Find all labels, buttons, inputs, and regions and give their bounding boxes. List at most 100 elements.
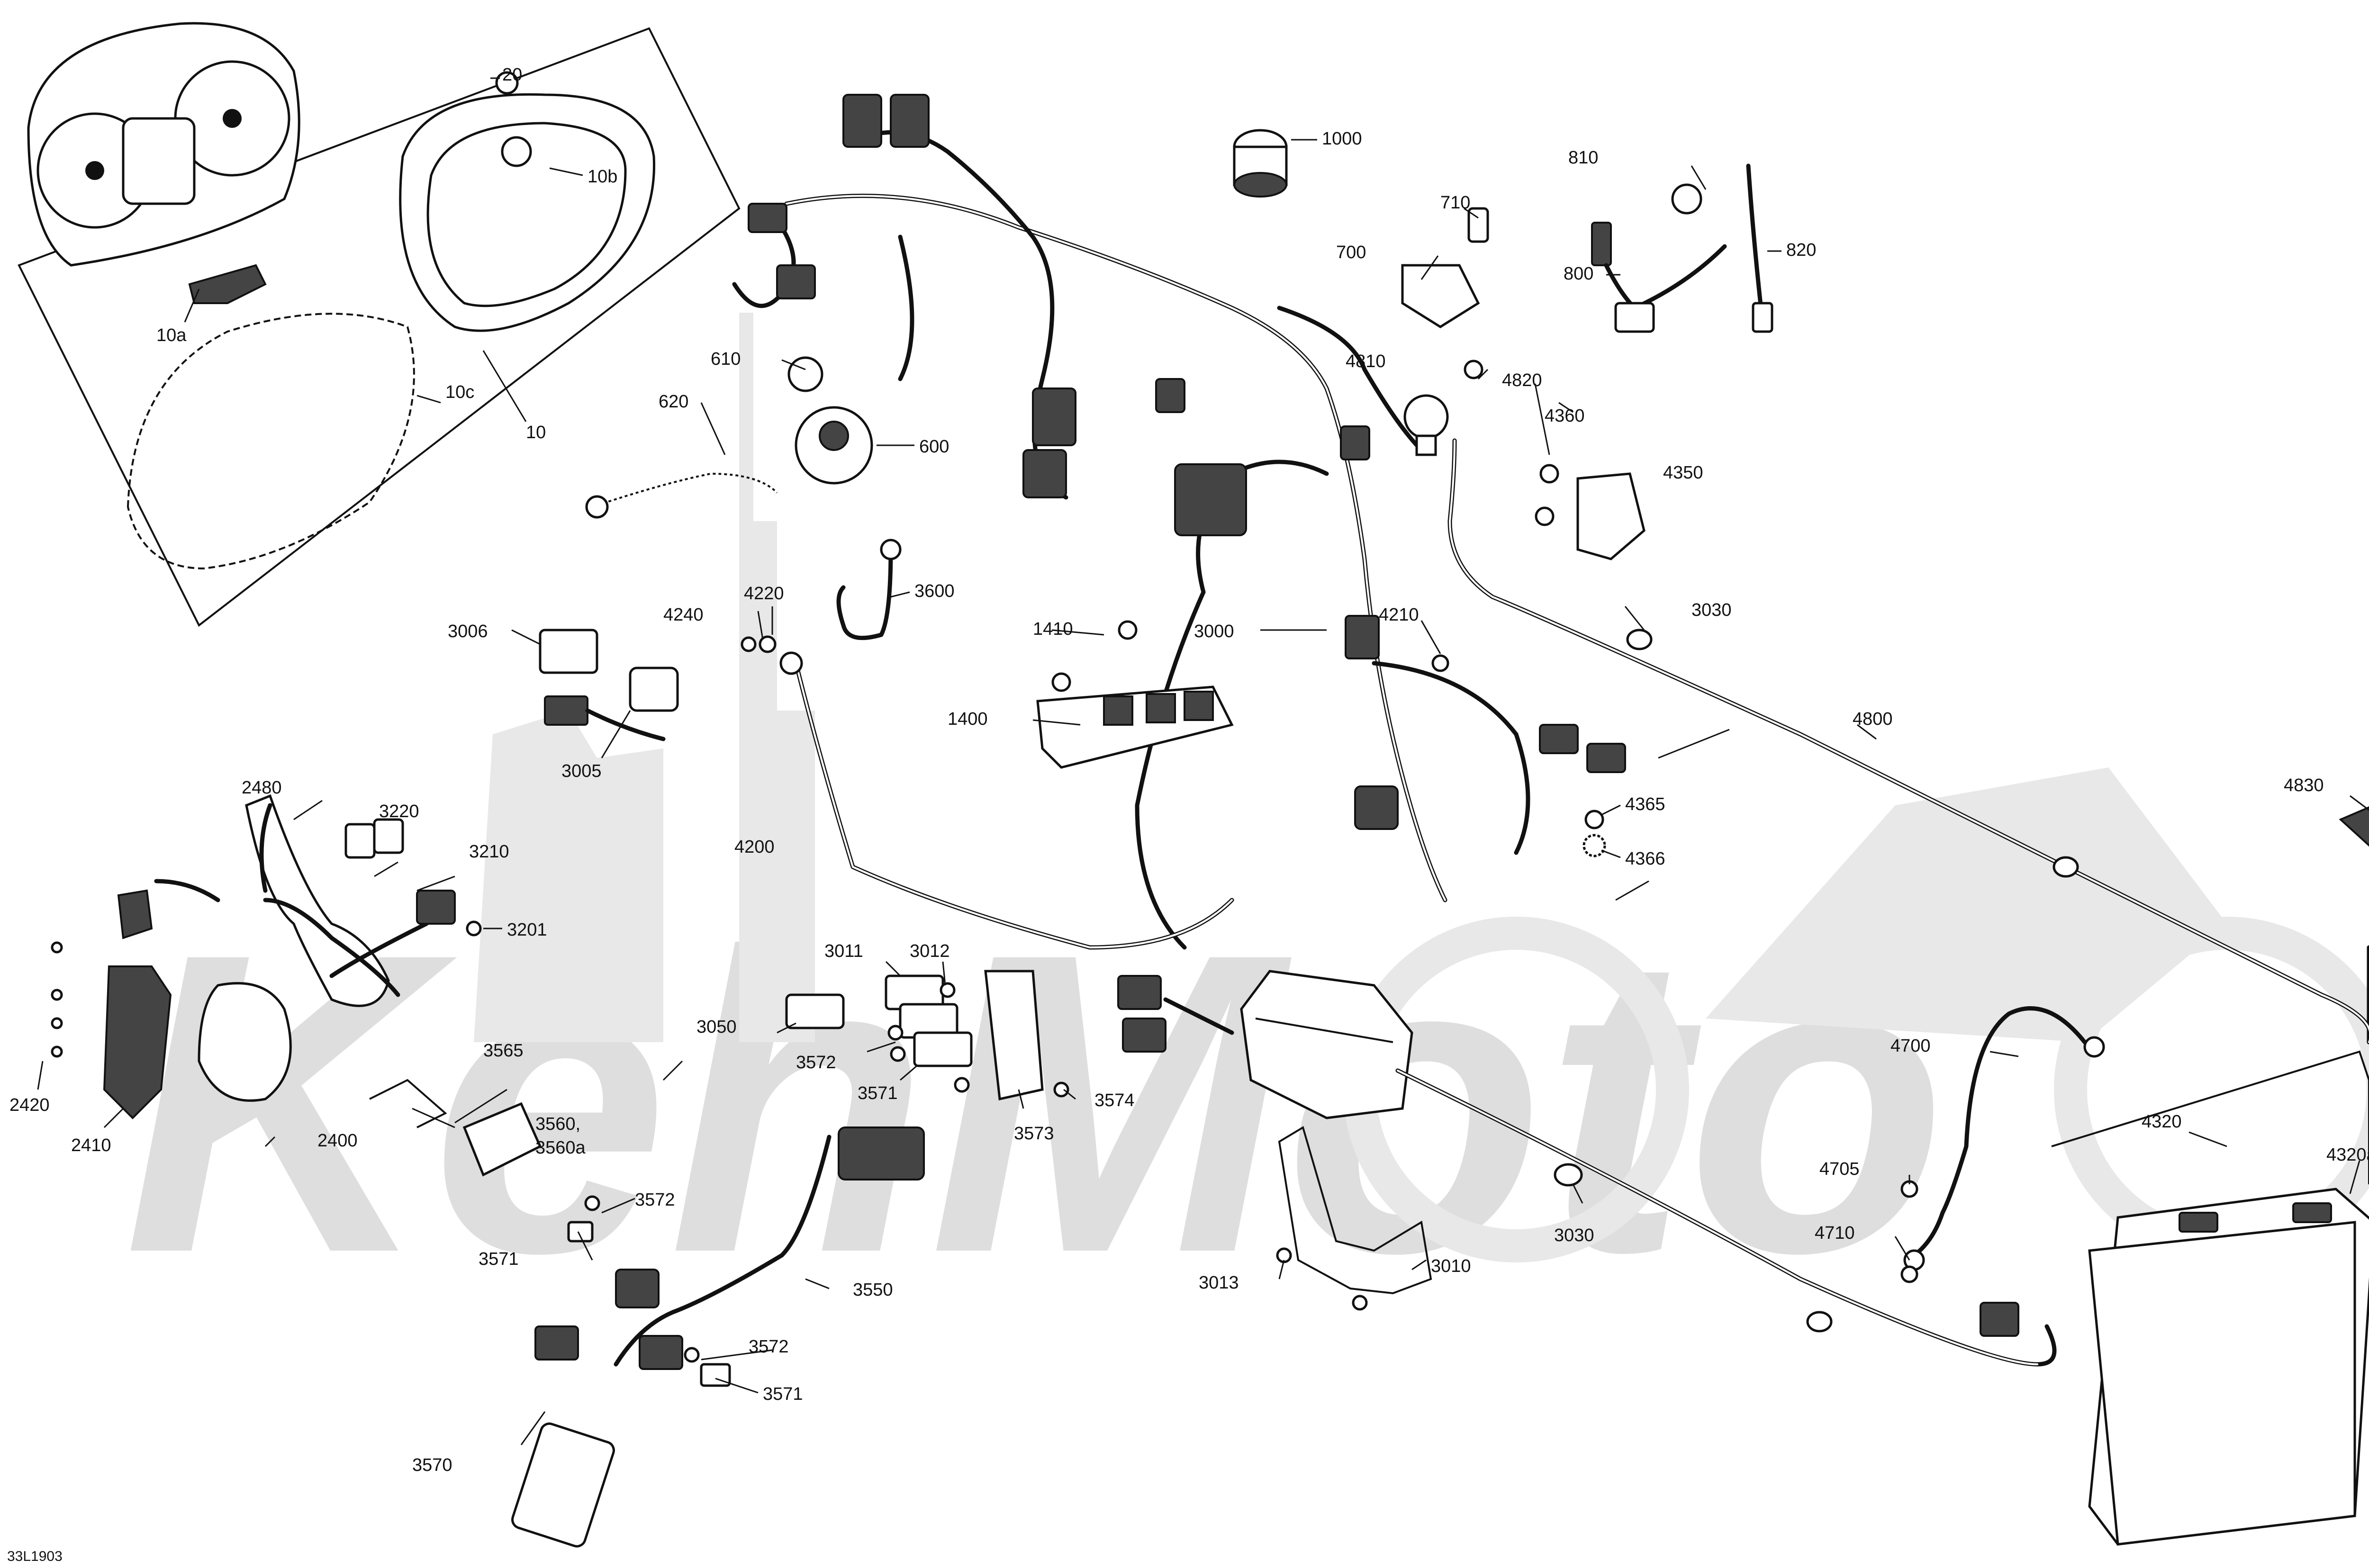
callout-3201: 3201 <box>507 920 547 940</box>
callout-2480: 2480 <box>242 778 282 798</box>
callout-3573: 3573 <box>1014 1124 1054 1144</box>
callout-4210: 4210 <box>1379 605 1419 625</box>
callout-3005: 3005 <box>561 761 602 781</box>
callout-1410: 1410 <box>1033 619 1073 639</box>
callout-4320a: 4320a <box>2326 1145 2369 1165</box>
handlebar-switch <box>51 794 482 1119</box>
callout-labels: 20 10b 10a 10c 10 610 620 600 1000 710 7… <box>9 65 2369 1475</box>
power-socket <box>1233 129 1288 198</box>
callout-4810: 4810 <box>1346 351 1386 371</box>
callout-3572-a: 3572 <box>796 1053 836 1072</box>
instrument-cluster <box>27 22 300 267</box>
cluster-lens <box>127 313 415 570</box>
fuse-box <box>1240 970 1413 1119</box>
callout-4220: 4220 <box>744 584 784 604</box>
callout-3600: 3600 <box>914 581 955 601</box>
callout-4365: 4365 <box>1625 794 1665 814</box>
callout-810: 810 <box>1568 148 1598 168</box>
cable-3600 <box>836 539 902 640</box>
callout-4700: 4700 <box>1890 1036 1931 1056</box>
leader-lines <box>37 77 2369 1445</box>
callout-1400: 1400 <box>948 709 988 729</box>
callout-10c: 10c <box>445 382 474 402</box>
callout-2410: 2410 <box>71 1135 111 1155</box>
callout-620: 620 <box>659 392 688 412</box>
sensor-700 <box>1401 207 1489 328</box>
switch-3006 <box>539 629 679 741</box>
relay-group <box>785 970 1069 1101</box>
callout-4800: 4800 <box>1853 709 1893 729</box>
cluster-bracket <box>188 264 267 304</box>
callout-4830: 4830 <box>2284 775 2324 795</box>
callout-3574: 3574 <box>1094 1090 1135 1110</box>
sensor-harness-800 <box>1591 163 1773 333</box>
battery <box>2051 1050 2369 1546</box>
callout-710: 710 <box>1440 193 1470 213</box>
callout-3000: 3000 <box>1194 622 1234 641</box>
callout-1000: 1000 <box>1322 129 1362 149</box>
callout-3560: 3560, <box>535 1114 580 1134</box>
key-switch <box>585 356 873 519</box>
callout-3560a: 3560a <box>535 1138 586 1158</box>
callout-10b: 10b <box>588 167 617 187</box>
watermark-tower-icon <box>739 313 815 1042</box>
callout-4366: 4366 <box>1625 849 1665 869</box>
callout-4820: 4820 <box>1502 370 1542 390</box>
ground-cable <box>1447 438 2369 1045</box>
callout-4350: 4350 <box>1663 463 1703 483</box>
callout-4240: 4240 <box>663 605 704 625</box>
callout-3571-b: 3571 <box>479 1249 519 1269</box>
callout-3013: 3013 <box>1199 1273 1239 1293</box>
watermark: KehMoto <box>123 313 2369 1341</box>
callout-3050: 3050 <box>696 1017 737 1037</box>
callout-3030-a: 3030 <box>1691 600 1732 620</box>
callout-4710: 4710 <box>1815 1223 1855 1243</box>
module-3560 <box>369 1079 542 1177</box>
watermark-text: KehMoto <box>123 865 1947 1341</box>
callout-2420: 2420 <box>9 1095 50 1115</box>
watermark-vehicle-icon <box>1706 767 2227 1042</box>
callout-3572-c: 3572 <box>749 1337 789 1357</box>
nut-washer-4365 <box>1582 810 1606 857</box>
harness-3550 <box>511 1126 925 1548</box>
cluster-bezel <box>399 93 655 332</box>
callout-10: 10 <box>526 423 546 442</box>
grommet-3030 <box>1554 1163 1583 1187</box>
callout-4705: 4705 <box>1819 1159 1860 1179</box>
callout-3210: 3210 <box>469 842 509 862</box>
callout-3571-a: 3571 <box>858 1083 898 1103</box>
callout-3565: 3565 <box>483 1041 524 1061</box>
cable-4700 <box>1900 1006 2105 1283</box>
drawing-code: 33L1903 <box>7 1549 63 1564</box>
cluster-screw <box>495 71 519 95</box>
callout-3550: 3550 <box>853 1280 893 1300</box>
callout-3012: 3012 <box>910 941 950 961</box>
callout-3030-b: 3030 <box>1554 1226 1594 1245</box>
cluster-inset-frame <box>18 27 741 627</box>
nut-4210 <box>1431 654 1449 672</box>
harness-run <box>1117 975 2057 1367</box>
callout-610: 610 <box>711 349 741 369</box>
bracket-3010 <box>1276 1126 1432 1311</box>
main-harness <box>732 94 1626 950</box>
callout-3570: 3570 <box>412 1455 452 1475</box>
callout-800: 800 <box>1564 264 1593 284</box>
callout-600: 600 <box>919 437 949 457</box>
callout-3011: 3011 <box>824 941 863 961</box>
positive-cable <box>741 635 1234 950</box>
callout-10a: 10a <box>156 325 187 345</box>
callout-820: 820 <box>1786 240 1816 260</box>
callout-20: 20 <box>502 65 522 85</box>
callout-700: 700 <box>1336 243 1366 262</box>
watermark-building-icon <box>474 711 663 1042</box>
callout-2400: 2400 <box>317 1131 358 1151</box>
callout-4360: 4360 <box>1545 406 1585 426</box>
callout-3010: 3010 <box>1431 1256 1471 1276</box>
sensor-4350 <box>1403 360 1646 560</box>
ecu-module <box>1036 620 1234 769</box>
callout-4200: 4200 <box>734 837 775 857</box>
callout-3220: 3220 <box>379 802 419 821</box>
callout-4320: 4320 <box>2142 1112 2182 1132</box>
callout-3006: 3006 <box>448 622 488 641</box>
